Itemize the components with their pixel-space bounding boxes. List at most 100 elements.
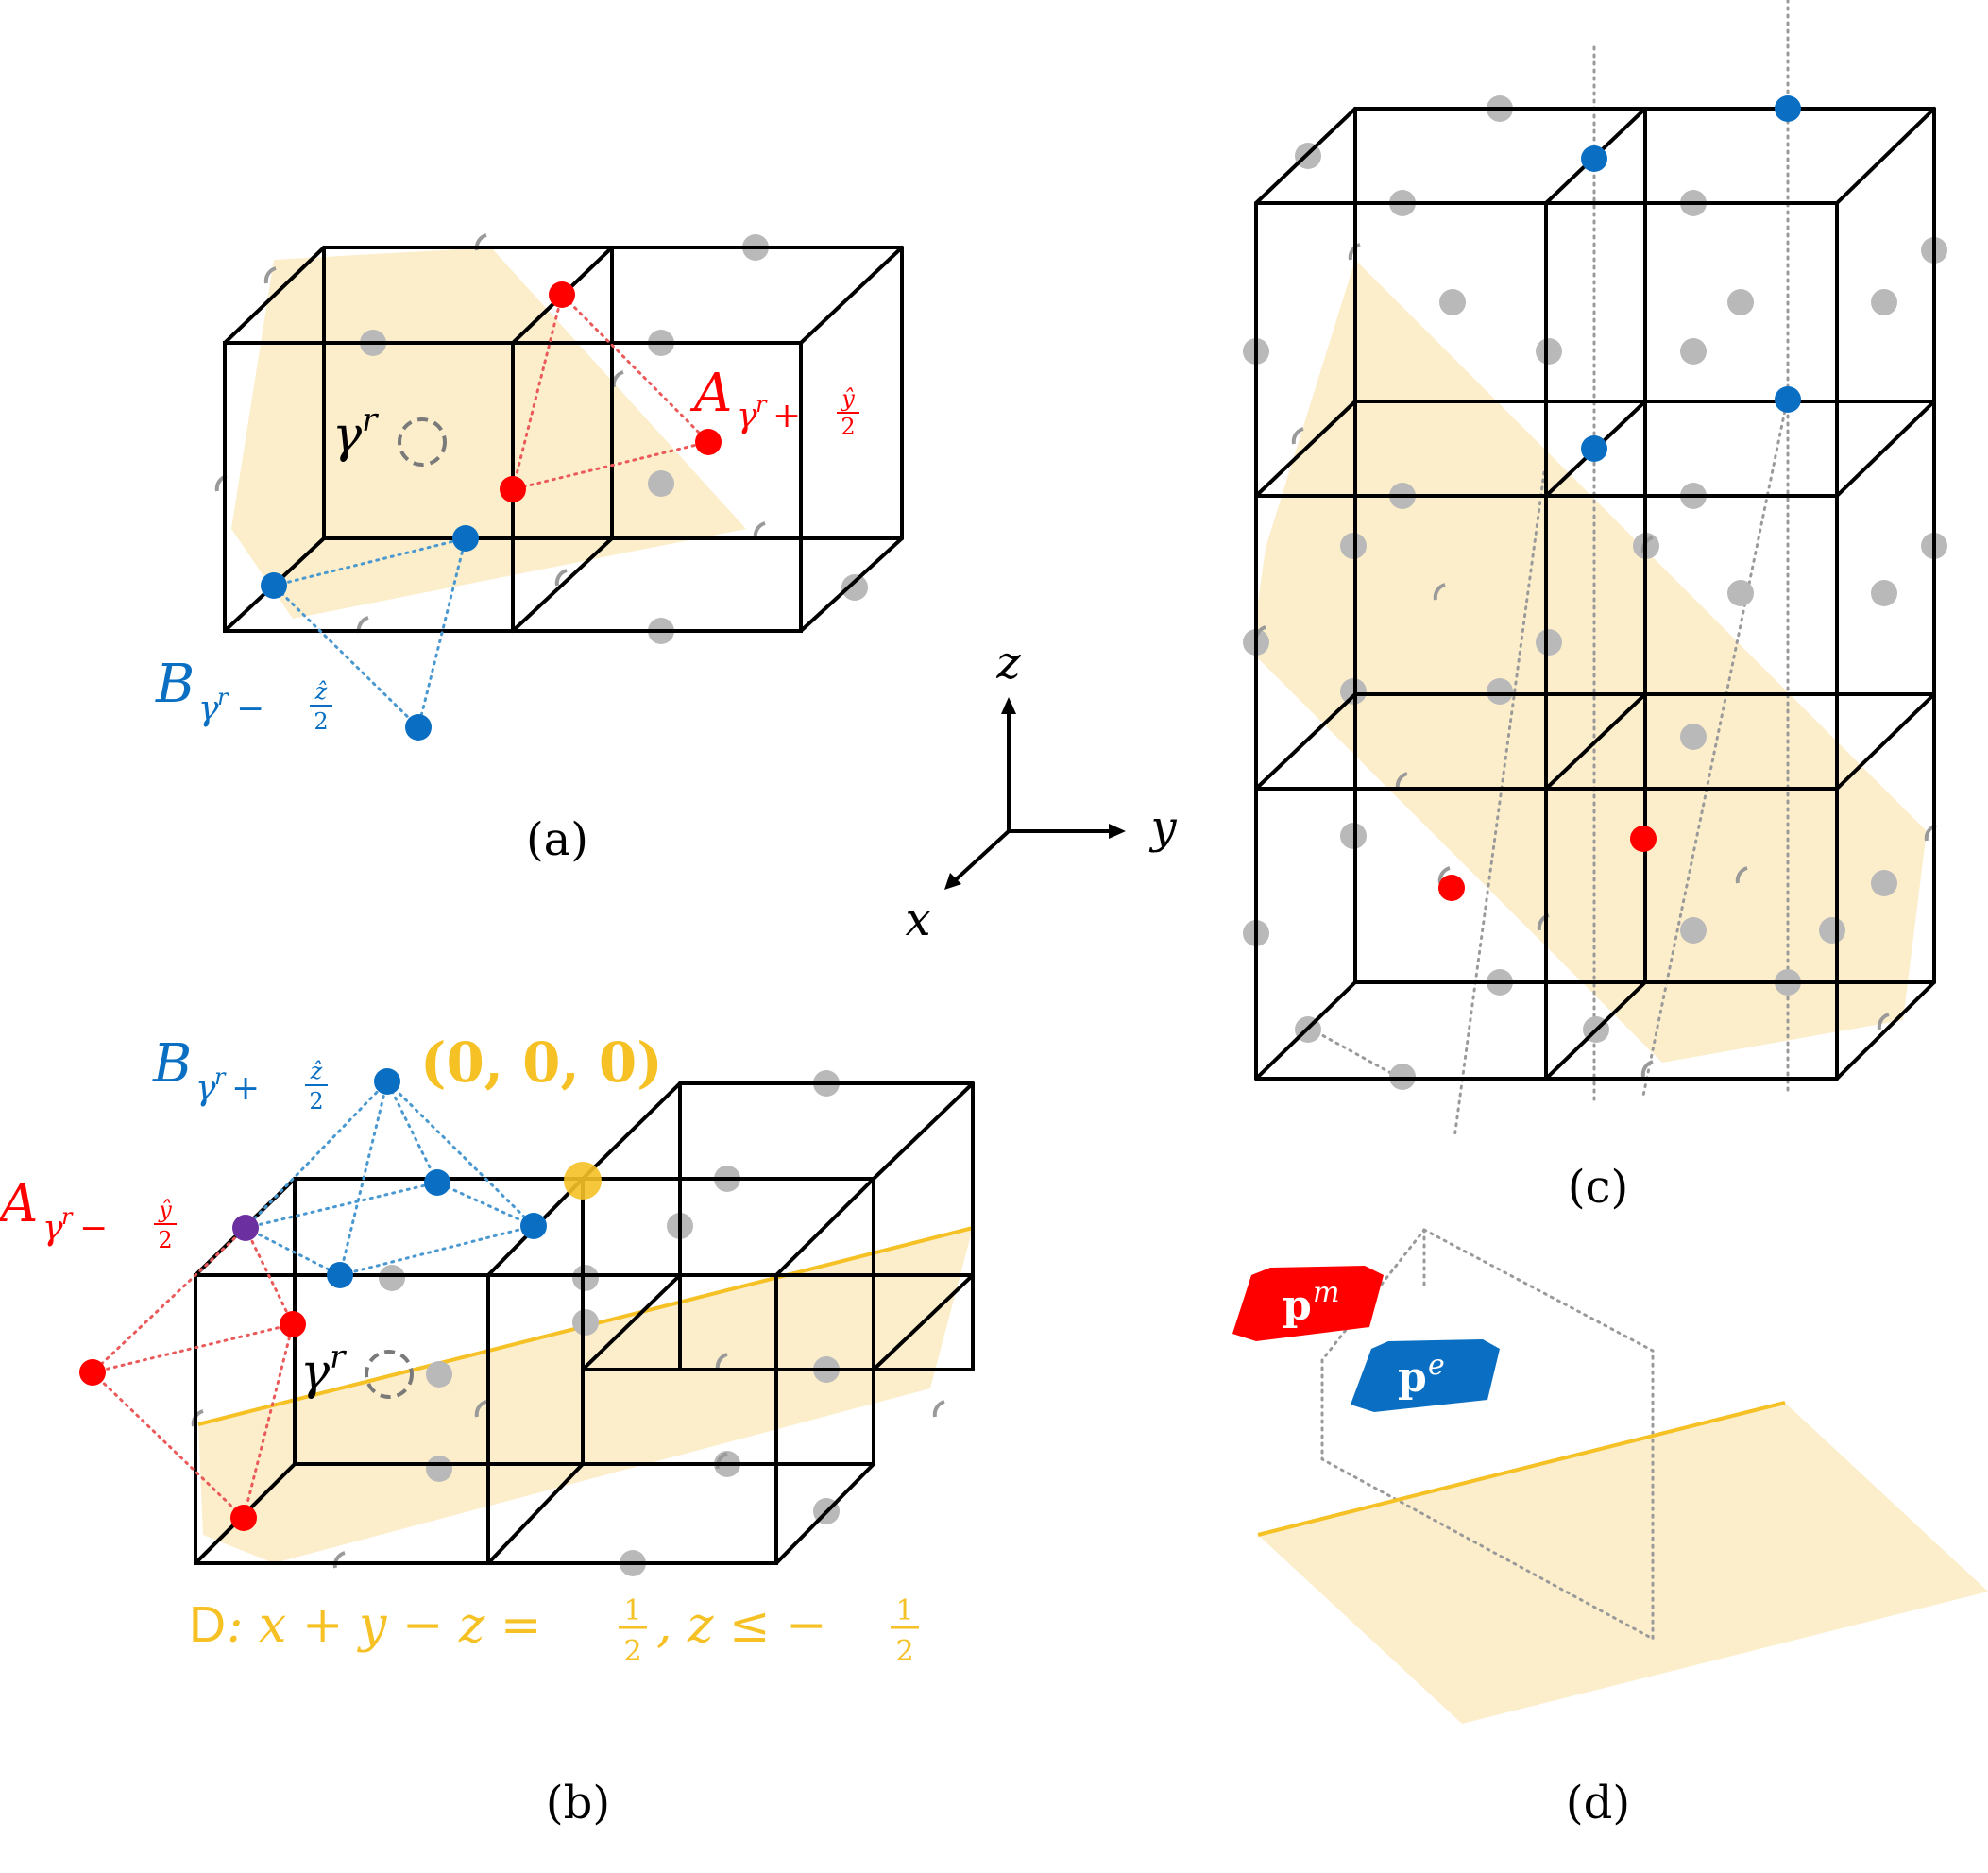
caption-c: (c) (1568, 1161, 1628, 1214)
loop-mark (715, 1452, 728, 1470)
axis-z-label: z (995, 637, 1021, 690)
loop-mark (474, 1400, 487, 1418)
panel-b: γr (0, 0, 0) B γ r + ẑ 2 A γ r − ŷ 2 D :… (0, 1030, 975, 1830)
svg-text:γ: γ (737, 397, 757, 435)
caption-a: (a) (526, 813, 588, 866)
lattice-site (1871, 580, 1897, 606)
lattice-site (1727, 580, 1754, 606)
pe-badge: p e (1351, 1339, 1500, 1412)
lattice-site (379, 1265, 405, 1291)
gamma-label: γr (300, 1338, 347, 1401)
svg-text:: x + y − z =: : x + y − z = (227, 1597, 542, 1654)
b-operator-label: B γ r − ẑ 2 (155, 654, 332, 735)
svg-text:A: A (689, 363, 732, 424)
svg-text:1: 1 (895, 1594, 913, 1627)
b-site (452, 525, 479, 552)
svg-text:2: 2 (623, 1635, 641, 1668)
svg-text:, z ≤ −: , z ≤ − (656, 1597, 827, 1654)
lattice-site (1536, 629, 1562, 656)
panel-a-a-plaquette (500, 281, 722, 502)
d-region-label: D : x + y − z = 1 2 , z ≤ − 1 2 (189, 1594, 919, 1668)
origin-label: (0, 0, 0) (420, 1030, 663, 1095)
svg-text:−: − (236, 690, 264, 728)
axis-y-label: y (1148, 801, 1177, 854)
panel-c: (c) (1243, 0, 1947, 1214)
axis-x-label: x (905, 894, 930, 946)
svg-text:A: A (0, 1173, 38, 1234)
svg-text:ẑ: ẑ (314, 678, 328, 705)
svg-text:2: 2 (158, 1227, 172, 1253)
loop-mark (1433, 583, 1446, 601)
svg-text:γ: γ (198, 690, 219, 728)
a-site (1630, 826, 1657, 852)
x-arrowhead (944, 873, 961, 890)
lattice-site (426, 1456, 452, 1482)
svg-text:e: e (1428, 1349, 1445, 1382)
b-site (1581, 435, 1607, 462)
svg-text:2: 2 (314, 708, 328, 735)
svg-text:B: B (152, 1033, 192, 1095)
y-arrowhead (1109, 824, 1126, 839)
loop-mark (554, 569, 568, 587)
lattice-site (572, 1265, 599, 1291)
b-site (520, 1213, 547, 1239)
loop-mark (753, 521, 766, 539)
gamma-loop (365, 1350, 414, 1399)
svg-text:ẑ: ẑ (310, 1058, 323, 1084)
svg-text:2: 2 (841, 414, 855, 440)
svg-text:ŷ: ŷ (841, 385, 855, 412)
b-site (405, 714, 432, 741)
panel-a-grey-dots (360, 234, 868, 644)
lattice-site (1871, 870, 1897, 896)
lattice-site (1439, 289, 1466, 315)
lattice-site (1487, 678, 1513, 705)
a-site (549, 281, 575, 308)
lattice-site (572, 1309, 599, 1336)
svg-text:+: + (773, 397, 801, 435)
loop-mark (1348, 243, 1361, 261)
svg-text:p: p (1398, 1354, 1427, 1402)
svg-text:D: D (189, 1596, 226, 1653)
b-operator-label: B γ r + ẑ 2 (152, 1033, 328, 1115)
d-boundary-line (1257, 1401, 1786, 1537)
svg-text:2: 2 (895, 1635, 913, 1668)
loop-mark (932, 1400, 945, 1418)
svg-text:2: 2 (309, 1088, 323, 1115)
lattice-site (1819, 917, 1845, 944)
z-arrowhead (1001, 697, 1016, 714)
b-site (374, 1068, 400, 1095)
caption-d: (d) (1566, 1777, 1630, 1830)
loop-mark (1735, 866, 1748, 884)
loop-mark (263, 266, 277, 284)
svg-text:p: p (1283, 1282, 1312, 1330)
loop-mark (1877, 1013, 1890, 1030)
loop-mark (332, 1551, 346, 1569)
lattice-site (426, 1361, 452, 1388)
lattice-site (1536, 338, 1562, 365)
panel-b-a-plaquette (79, 1226, 306, 1531)
loop-mark (611, 370, 624, 388)
a-operator-label: A γ r − ŷ 2 (0, 1173, 177, 1253)
shared-site (232, 1215, 259, 1241)
a-site (280, 1311, 306, 1337)
panel-d-dotted-frame (1320, 1228, 1655, 1642)
a-site (500, 476, 526, 502)
gamma-label: γr (332, 401, 379, 464)
caption-b: (b) (546, 1777, 610, 1830)
gamma-loop (398, 417, 447, 467)
panel-c-red-sites (1438, 826, 1657, 901)
lattice-site (1871, 289, 1897, 315)
a-operator-label: A γ r + ŷ 2 (689, 363, 859, 440)
a-site (79, 1359, 106, 1386)
panel-b-b-plaquette (243, 1068, 547, 1288)
panel-a-plane (231, 247, 746, 619)
svg-text:r: r (217, 684, 229, 710)
b-site (1581, 145, 1607, 172)
svg-text:1: 1 (623, 1594, 641, 1627)
b-site (327, 1262, 353, 1288)
a-site (1438, 875, 1465, 901)
loop-mark (1640, 1060, 1654, 1078)
axes-triad: z y x (905, 637, 1177, 946)
panel-c-vertical-lines (1301, 0, 1790, 1140)
